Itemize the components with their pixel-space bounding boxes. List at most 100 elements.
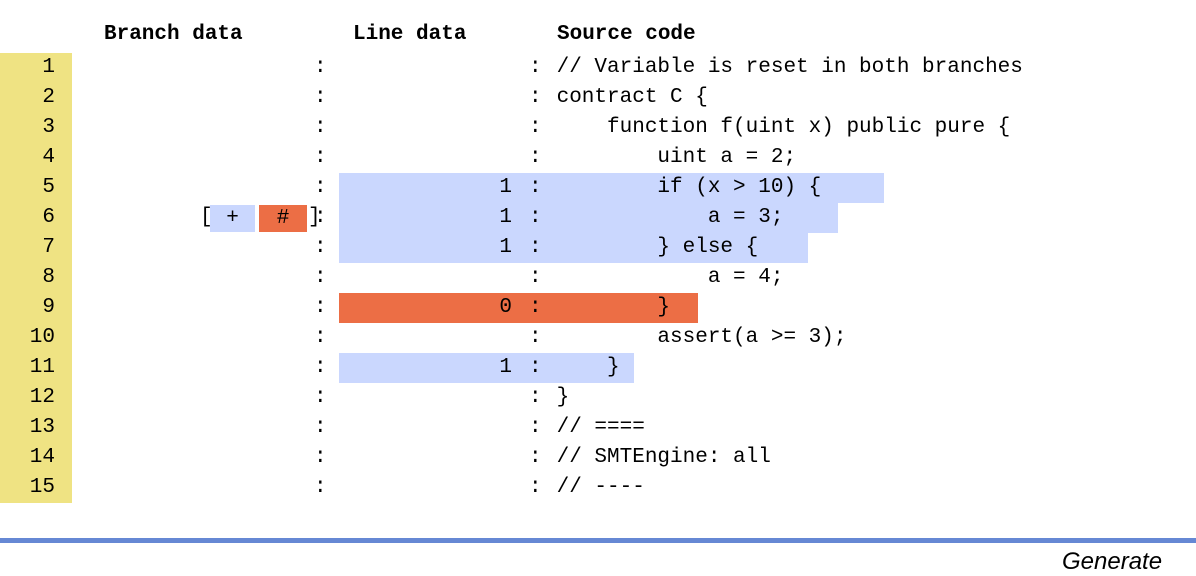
branch-separator: : <box>314 386 327 409</box>
line-data-cell: : <box>339 383 544 413</box>
line-data-cell: : <box>339 263 544 293</box>
branch-bracket-close: ] <box>308 206 321 229</box>
branch-separator: : <box>314 266 327 289</box>
branch-separator: : <box>314 176 327 199</box>
line-separator: : <box>529 386 542 409</box>
branch-separator: : <box>314 236 327 259</box>
branch-data-cell: : <box>72 443 337 473</box>
line-data-cell: : <box>339 53 544 83</box>
line-separator: : <box>529 356 542 379</box>
branch-data-cell: : <box>72 143 337 173</box>
header-branch-data: Branch data <box>104 23 243 46</box>
table-row: 12:: } <box>0 383 1196 413</box>
source-line: // Variable is reset in both branches <box>544 56 1023 79</box>
branch-data-cell: [+#]: <box>72 203 337 233</box>
line-data-cell: 0: <box>339 293 544 323</box>
hit-count: 0 <box>499 296 512 319</box>
branch-data-cell: : <box>72 83 337 113</box>
source-line: contract C { <box>544 86 708 109</box>
table-row: 11:1: } <box>0 353 1196 383</box>
source-line: a = 3; <box>544 203 838 233</box>
table-row: 14:: // SMTEngine: all <box>0 443 1196 473</box>
source-line: a = 4; <box>544 266 784 289</box>
branch-bracket-open: [ <box>200 206 213 229</box>
line-separator: : <box>529 476 542 499</box>
line-number: 14 <box>0 443 72 473</box>
branch-data-cell: : <box>72 173 337 203</box>
line-data-cell: : <box>339 113 544 143</box>
branch-data-cell: : <box>72 113 337 143</box>
source-line: } <box>544 353 634 383</box>
line-separator: : <box>529 326 542 349</box>
table-row: 8:: a = 4; <box>0 263 1196 293</box>
line-number: 12 <box>0 383 72 413</box>
branch-separator: : <box>314 356 327 379</box>
line-number: 1 <box>0 53 72 83</box>
table-row: 2:: contract C { <box>0 83 1196 113</box>
line-number: 13 <box>0 413 72 443</box>
branch-separator: : <box>314 476 327 499</box>
header-source-code: Source code <box>557 23 696 46</box>
line-number: 8 <box>0 263 72 293</box>
branch-data-cell: : <box>72 293 337 323</box>
table-row: 15:: // ---- <box>0 473 1196 503</box>
branch-data-cell: : <box>72 353 337 383</box>
header-line-data: Line data <box>353 23 467 46</box>
line-data-cell: 1: <box>339 233 544 263</box>
source-line: assert(a >= 3); <box>544 326 847 349</box>
branch-separator: : <box>314 56 327 79</box>
line-data-cell: : <box>339 323 544 353</box>
source-line: if (x > 10) { <box>544 173 884 203</box>
branch-separator: : <box>314 296 327 319</box>
branch-data-cell: : <box>72 383 337 413</box>
branch-separator: : <box>314 116 327 139</box>
branch-separator: : <box>314 86 327 109</box>
branch-data-cell: : <box>72 473 337 503</box>
source-line: // ==== <box>544 416 645 439</box>
source-line: // SMTEngine: all <box>544 446 771 469</box>
line-separator: : <box>529 176 542 199</box>
line-number: 15 <box>0 473 72 503</box>
branch-data-cell: : <box>72 323 337 353</box>
line-data-cell: : <box>339 83 544 113</box>
line-data-cell: : <box>339 473 544 503</box>
source-line: } <box>544 293 698 323</box>
source-line: uint a = 2; <box>544 146 797 169</box>
line-separator: : <box>529 236 542 259</box>
line-data-cell: 1: <box>339 353 544 383</box>
line-number: 2 <box>0 83 72 113</box>
line-data-cell: : <box>339 443 544 473</box>
line-number: 4 <box>0 143 72 173</box>
table-row: 10:: assert(a >= 3); <box>0 323 1196 353</box>
branch-data-cell: : <box>72 53 337 83</box>
footer-divider <box>0 538 1196 543</box>
branch-data-cell: : <box>72 413 337 443</box>
line-number: 5 <box>0 173 72 203</box>
branch-taken-marker: + <box>210 205 255 232</box>
source-line: function f(uint x) public pure { <box>544 116 1011 139</box>
source-line: } <box>544 386 570 409</box>
branch-data-cell: : <box>72 233 337 263</box>
line-separator: : <box>529 416 542 439</box>
line-data-cell: : <box>339 413 544 443</box>
line-separator: : <box>529 56 542 79</box>
line-separator: : <box>529 206 542 229</box>
line-number: 7 <box>0 233 72 263</box>
hit-count: 1 <box>499 236 512 259</box>
table-row: 4:: uint a = 2; <box>0 143 1196 173</box>
line-separator: : <box>529 296 542 319</box>
table-row: 13:: // ==== <box>0 413 1196 443</box>
source-line: } else { <box>544 233 808 263</box>
branch-separator: : <box>314 146 327 169</box>
line-number: 6 <box>0 203 72 233</box>
line-separator: : <box>529 116 542 139</box>
branch-separator: : <box>314 446 327 469</box>
line-number: 11 <box>0 353 72 383</box>
table-row: 6[+#]:1: a = 3; <box>0 203 1196 233</box>
branch-data-cell: : <box>72 263 337 293</box>
line-data-cell: 1: <box>339 173 544 203</box>
branch-separator: : <box>314 206 327 229</box>
line-separator: : <box>529 146 542 169</box>
line-separator: : <box>529 86 542 109</box>
line-number: 10 <box>0 323 72 353</box>
